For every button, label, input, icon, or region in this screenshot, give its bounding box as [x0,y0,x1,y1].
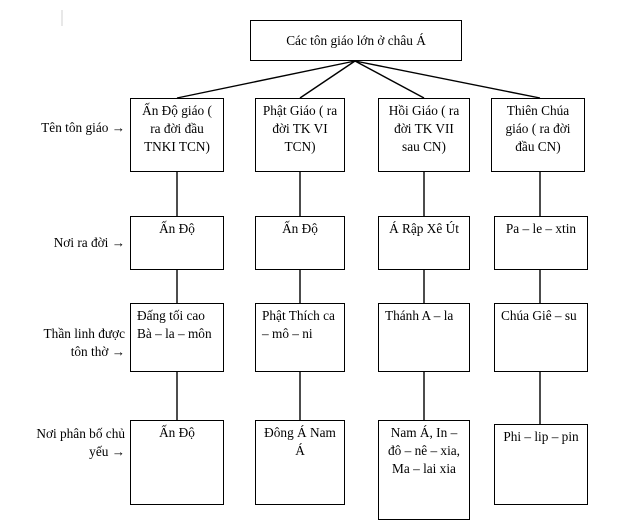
node-distribution-col3: Nam Á, In – đô – nê – xia, Ma – lai xia [378,420,470,520]
node-religion-col3: Hồi Giáo ( ra đời TK VII sau CN) [378,98,470,172]
row-label-ten-ton-giao: Tên tôn giáo → [41,120,125,135]
edge-root-col2 [299,60,356,99]
node-label: Đông Á Nam Á [264,425,336,459]
node-label: Thánh A – la [385,308,454,323]
node-origin-col4: Pa – le – xtin [494,216,588,270]
node-origin-col3: Á Rập Xê Út [378,216,470,270]
node-distribution-col4: Phi – lip – pin [494,424,588,505]
node-deity-col2: Phật Thích ca – mô – ni [255,303,345,372]
node-label: Ấn Độ [159,221,195,236]
node-label: Á Rập Xê Út [389,221,459,236]
node-label: Ấn Độ [159,425,195,440]
node-deity-col1: Đấng tối cao Bà – la – môn [130,303,224,372]
root-node: Các tôn giáo lớn ở châu Á [250,20,462,61]
node-deity-col4: Chúa Giê – su [494,303,588,372]
node-label: Đấng tối cao Bà – la – môn [137,308,212,342]
node-label: Ấn Độ [282,221,318,236]
node-label: Phi – lip – pin [503,429,579,444]
node-label: Thiên Chúa giáo ( ra đời đầu CN) [505,103,571,155]
node-religion-col2: Phật Giáo ( ra đời TK VI TCN) [255,98,345,172]
edge-root-col1 [176,60,356,99]
node-origin-col1: Ấn Độ [130,216,224,270]
row-label-than-linh-ton-tho: Thần linh được tôn thờ → [43,326,125,359]
node-label: Hồi Giáo ( ra đời TK VII sau CN) [388,103,460,155]
node-deity-col3: Thánh A – la [378,303,470,372]
row-label-noi-phan-bo: Nơi phân bố chủ yếu → [36,426,125,459]
node-label: Nam Á, In – đô – nê – xia, Ma – lai xia [387,425,460,477]
edge-root-col4 [354,60,541,99]
node-label: Phật Giáo ( ra đời TK VI TCN) [262,103,338,155]
root-label: Các tôn giáo lớn ở châu Á [286,32,426,48]
node-distribution-col1: Ấn Độ [130,420,224,505]
edge-root-col3 [354,60,425,99]
node-origin-col2: Ấn Độ [255,216,345,270]
node-label: Phật Thích ca – mô – ni [262,308,335,342]
node-religion-col1: Ấn Độ giáo ( ra đời đầu TNKI TCN) [130,98,224,172]
node-religion-col4: Thiên Chúa giáo ( ra đời đầu CN) [491,98,585,172]
node-label: Chúa Giê – su [501,308,577,323]
row-label-noi-ra-doi: Nơi ra đời → [53,235,125,250]
node-label: Pa – le – xtin [505,221,577,236]
node-distribution-col2: Đông Á Nam Á [255,420,345,505]
node-label: Ấn Độ giáo ( ra đời đầu TNKI TCN) [142,103,212,155]
